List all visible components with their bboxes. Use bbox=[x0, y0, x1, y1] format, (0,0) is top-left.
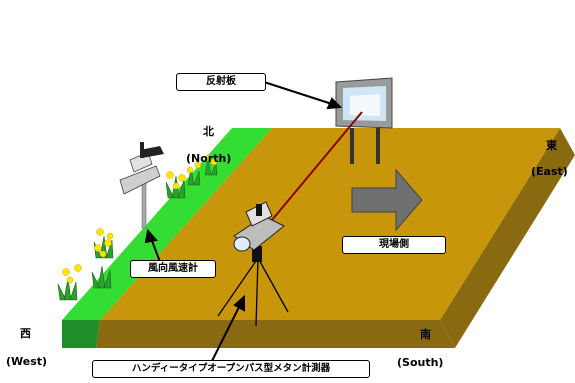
east-label: 東 bbox=[546, 139, 557, 152]
west-label: 西 bbox=[20, 327, 31, 340]
grass-front-edge bbox=[62, 320, 100, 348]
grass-strip bbox=[62, 128, 272, 320]
reflector-device bbox=[335, 77, 393, 164]
methane-meter-device bbox=[217, 201, 289, 327]
north-label: 北 bbox=[203, 125, 214, 138]
anemometer-label: 風向風速計 bbox=[130, 260, 216, 278]
east-en-label: (East) bbox=[531, 165, 568, 178]
plants bbox=[57, 154, 218, 301]
field-right-edge bbox=[440, 128, 575, 348]
methane-meter-label: ハンディータイプオープンパス型メタン計測器 bbox=[92, 360, 370, 378]
south-en-label: (South) bbox=[397, 356, 444, 369]
pointer-arrows bbox=[144, 81, 343, 362]
north-en-label: (North) bbox=[186, 152, 232, 165]
west-en-label: (West) bbox=[6, 355, 48, 368]
reflector-label: 反射板 bbox=[176, 73, 266, 91]
field-front-edge bbox=[96, 320, 455, 348]
laser-beam bbox=[261, 111, 363, 233]
anemometer-device bbox=[119, 142, 164, 229]
south-label: 南 bbox=[420, 328, 431, 341]
site-side-label: 現場側 bbox=[342, 236, 446, 254]
site-side-arrow bbox=[351, 168, 423, 232]
